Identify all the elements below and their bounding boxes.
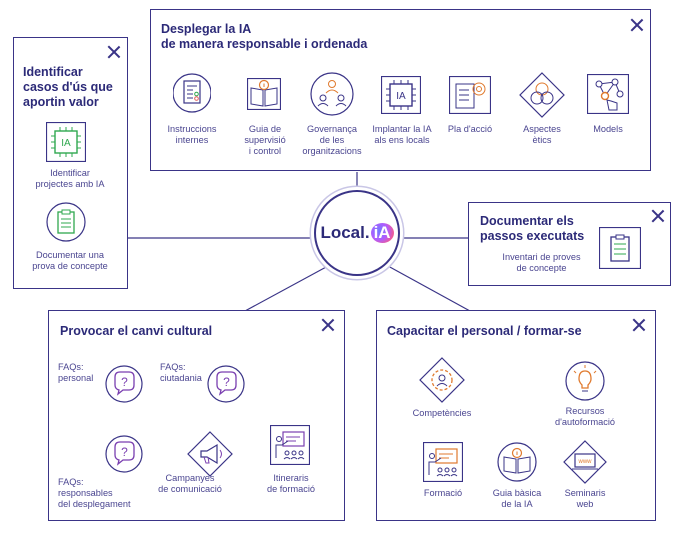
- presentation-icon[interactable]: [269, 424, 311, 470]
- ai-chip-icon[interactable]: IA: [380, 75, 422, 119]
- megaphone-icon[interactable]: [187, 431, 233, 482]
- network-hand-icon[interactable]: [586, 73, 630, 119]
- item-label: Formació: [423, 488, 463, 498]
- ethics-diamond-icon[interactable]: [519, 72, 565, 123]
- item-label: FAQs:personal: [58, 362, 94, 383]
- ai-chip-icon[interactable]: IA: [45, 121, 87, 167]
- box-cultural-change: Provocar el canvi cultural FAQs:personal…: [48, 310, 345, 521]
- local-ia-logo-hub[interactable]: Local.iA: [314, 190, 400, 276]
- web-seminar-icon[interactable]: www: [563, 440, 607, 489]
- close-icon[interactable]: [107, 45, 121, 59]
- info-book-icon[interactable]: [246, 77, 282, 115]
- brand-logo: Local.iA: [316, 223, 398, 243]
- checklist-document-icon[interactable]: [172, 72, 212, 119]
- question-bubble-icon[interactable]: ?: [207, 363, 245, 410]
- competence-gear-icon[interactable]: [419, 357, 465, 408]
- item-label: Pla d'acció: [447, 124, 493, 134]
- box-title: Provocar el canvi cultural: [60, 324, 213, 338]
- clipboard-icon[interactable]: [598, 226, 642, 274]
- box-title: Capacitar el personal / formar-se: [387, 324, 582, 338]
- svg-text:www: www: [578, 459, 593, 465]
- box-train-staff: Capacitar el personal / formar-se Compet…: [376, 310, 656, 521]
- svg-text:?: ?: [121, 375, 128, 389]
- close-icon[interactable]: [630, 18, 644, 32]
- close-icon[interactable]: [651, 209, 665, 223]
- clipboard-icon[interactable]: [46, 202, 86, 247]
- svg-text:?: ?: [121, 445, 128, 459]
- svg-text:?: ?: [223, 375, 230, 389]
- lightbulb-icon[interactable]: [565, 361, 605, 406]
- target-plan-icon[interactable]: [448, 75, 492, 119]
- item-label: Competències: [412, 408, 472, 418]
- item-label: FAQs:ciutadania: [160, 362, 202, 383]
- close-icon[interactable]: [321, 318, 335, 332]
- question-bubble-icon[interactable]: ?: [105, 433, 143, 480]
- svg-text:IA: IA: [396, 91, 406, 102]
- people-network-icon[interactable]: [309, 72, 355, 121]
- svg-text:IA: IA: [61, 138, 71, 149]
- question-bubble-icon[interactable]: ?: [105, 363, 143, 410]
- close-icon[interactable]: [632, 318, 646, 332]
- classroom-icon[interactable]: [422, 441, 464, 487]
- item-label: Models: [593, 124, 623, 134]
- info-book-icon[interactable]: [497, 442, 537, 487]
